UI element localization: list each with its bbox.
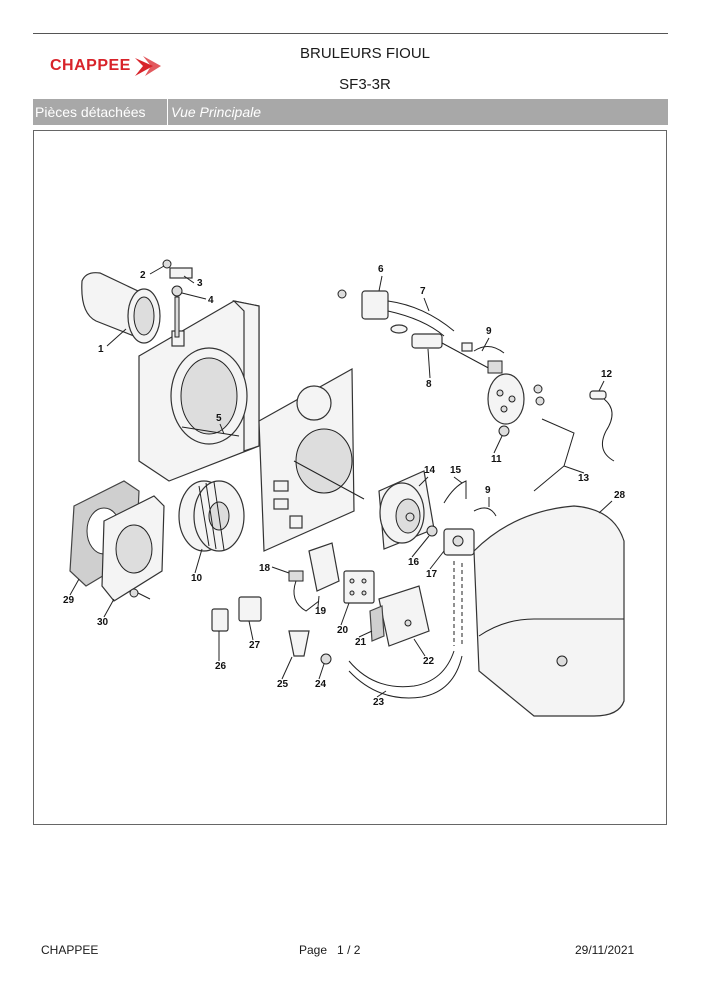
label-5: 5 <box>216 413 222 424</box>
page-label: Page <box>299 943 328 957</box>
label-29: 29 <box>63 595 75 606</box>
part-mounting-plate <box>258 367 365 552</box>
label-24: 24 <box>315 679 327 690</box>
label-22: 22 <box>423 656 435 667</box>
label-17: 17 <box>426 569 438 580</box>
label-9a: 9 <box>486 326 492 337</box>
part-air-disc <box>487 373 545 437</box>
label-7: 7 <box>420 286 426 297</box>
label-13: 13 <box>578 473 590 484</box>
brand-logo: CHAPPEE <box>50 54 165 78</box>
label-19: 19 <box>315 606 327 617</box>
label-25: 25 <box>277 679 289 690</box>
part-burner-housing <box>138 300 260 482</box>
part-numbers: 1 2 3 4 5 6 7 8 9 9 10 11 12 13 14 15 16… <box>63 264 626 708</box>
label-10: 10 <box>191 573 203 584</box>
part-oil-pump <box>443 507 497 556</box>
header-rule <box>33 33 668 34</box>
label-8: 8 <box>426 379 432 390</box>
label-26: 26 <box>215 661 227 672</box>
label-21: 21 <box>355 637 367 648</box>
part-fan-wheel <box>178 480 245 552</box>
label-27: 27 <box>249 640 261 651</box>
label-12: 12 <box>601 369 613 380</box>
part-nozzle-line <box>390 324 503 374</box>
part-electrode-assembly <box>337 289 455 337</box>
part-motor <box>378 470 435 550</box>
part-flange <box>101 495 165 602</box>
label-9b: 9 <box>485 485 491 496</box>
footer-page: Page 1 / 2 <box>299 943 360 957</box>
label-1: 1 <box>98 344 104 355</box>
brand-name: CHAPPEE <box>50 57 131 74</box>
label-16: 16 <box>408 557 420 568</box>
label-18: 18 <box>259 563 271 574</box>
part-photocell <box>589 390 615 462</box>
page-separator: / <box>347 943 351 957</box>
label-30: 30 <box>97 617 109 628</box>
part-control-box <box>378 585 430 647</box>
label-15: 15 <box>450 465 462 476</box>
part-relay-base <box>343 570 375 604</box>
page-number: 1 <box>337 943 344 957</box>
label-6: 6 <box>378 264 384 275</box>
label-4: 4 <box>208 295 214 306</box>
label-2: 2 <box>140 270 146 281</box>
view-label: Vue Principale <box>171 104 262 120</box>
section-bar: Pièces détachées Vue Principale <box>33 99 668 125</box>
exploded-view-frame: 1 2 3 4 5 6 7 8 9 9 10 11 12 13 14 15 16… <box>33 130 667 825</box>
page-total: 2 <box>353 943 361 957</box>
exploded-view-diagram: 1 2 3 4 5 6 7 8 9 9 10 11 12 13 14 15 16… <box>63 259 626 717</box>
footer-date: 29/11/2021 <box>575 943 635 957</box>
part-flexible-hoses <box>348 650 463 699</box>
brand-swoosh-icon <box>134 56 161 76</box>
part-ignition-transformer <box>288 542 340 612</box>
model-number: SF3-3R <box>339 76 391 93</box>
label-23: 23 <box>373 697 385 708</box>
label-3: 3 <box>197 278 203 289</box>
document-title: BRULEURS FIOUL <box>299 45 431 62</box>
part-cover <box>473 505 625 717</box>
footer-company: CHAPPEE <box>41 943 99 957</box>
label-14: 14 <box>424 465 436 476</box>
label-28: 28 <box>614 490 626 501</box>
label-11: 11 <box>491 454 502 465</box>
label-20: 20 <box>337 625 349 636</box>
section-label: Pièces détachées <box>33 99 168 125</box>
part-blast-tube <box>81 272 161 344</box>
leader-lines <box>69 265 613 698</box>
